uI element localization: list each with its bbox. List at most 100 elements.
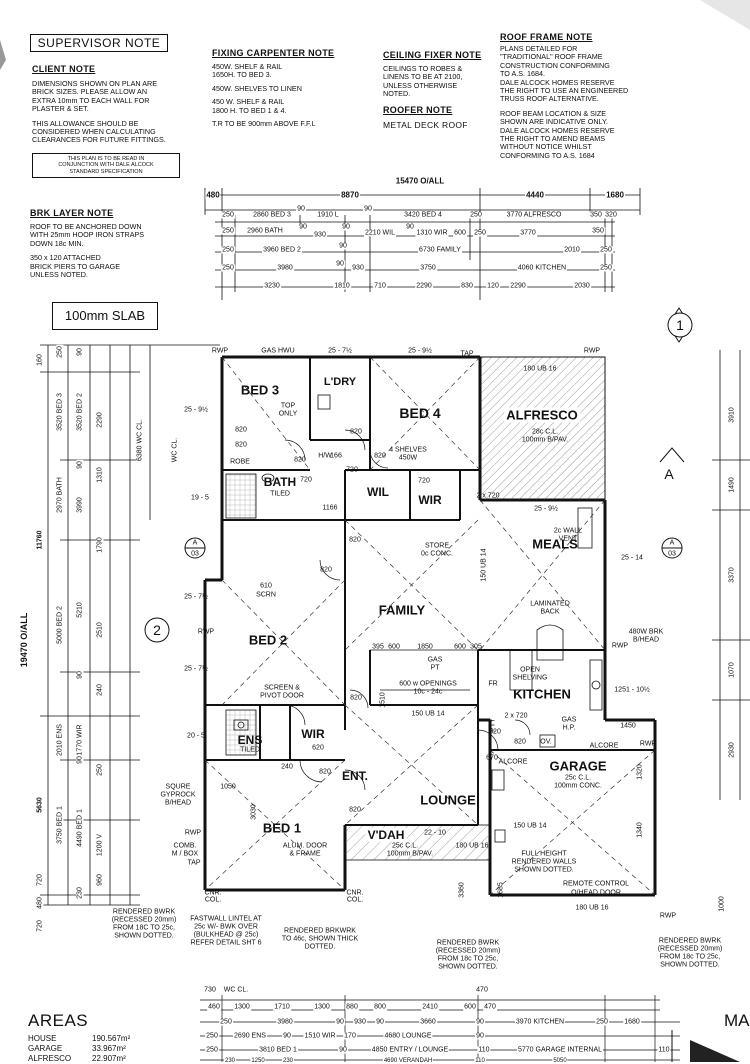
dim-text: 1510 WIR <box>303 1032 337 1040</box>
alum-door-label: ALUM. DOOR <box>282 842 328 850</box>
wall-vent-label: 2c WALL <box>553 527 583 535</box>
dim-label: 1340 <box>636 822 644 838</box>
dim-text: 5210 <box>76 601 84 619</box>
alfresco-paving: 100mm B/PAV. <box>521 436 569 444</box>
fastwall-label: FASTWALL LINTEL AT <box>190 915 262 923</box>
dim-text: 600 <box>453 229 467 237</box>
dim-text: 90 <box>298 223 308 231</box>
pantry-label: PTY <box>489 718 497 732</box>
dim-label: 1685 <box>497 882 505 898</box>
alfresco-ceiling: 28c C.L. <box>531 428 559 436</box>
dim-text: 11760 <box>36 529 44 551</box>
note-line: UNLESS NOTED. <box>30 270 88 280</box>
dim-text: 5770 GARAGE INTERNAL <box>516 1046 604 1054</box>
dim-text: 1810 <box>333 282 351 290</box>
store-label: 0c CONC. <box>421 550 453 558</box>
gas-hwu-label: GAS HWU <box>261 347 295 355</box>
door-dim: 720 <box>418 477 430 485</box>
door-dim: 2 x 720 <box>476 492 500 500</box>
brk-head-label: 480W BRK <box>628 628 664 636</box>
door-dim: 820 <box>350 428 362 436</box>
cnr-col-label: COL. <box>346 896 364 904</box>
head-door-label: O/HEAD DOOR <box>571 889 621 897</box>
note-line: DIMENSIONS SHOWN ON PLAN ARE <box>32 79 158 88</box>
dim-text: 2010 <box>563 246 581 254</box>
openings-label: 10c - 24c <box>413 688 443 696</box>
area-value: 33.967m² <box>92 1044 126 1053</box>
rendered-brkwrk-label: DOTTED. <box>304 943 336 951</box>
room-garage: GARAGE <box>549 758 607 774</box>
note-line: UNLESS OTHERWISE <box>383 80 458 90</box>
note-line: 350 x 120 ATTACHED <box>30 253 101 263</box>
dim-label: 1320 <box>636 764 644 780</box>
dim-label: 1166 <box>322 504 338 512</box>
area-label: ALFRESCO <box>28 1054 72 1063</box>
rendered-bwrk-label: RENDERED BWRK <box>436 939 500 947</box>
dim-text: 4680 LOUNGE <box>383 1032 433 1040</box>
rendered-bwrk-label: FROM 18C TO 25c, <box>113 924 175 932</box>
dim-text: 730 <box>203 986 217 994</box>
fixing-carpenter-note: FIXING CARPENTER NOTE 450W. SHELF & RAIL… <box>212 48 334 128</box>
room-entry: ENT. <box>341 769 369 783</box>
dim-text: 2030 <box>573 282 591 290</box>
dim-text: 320 <box>604 211 618 219</box>
dim-text: 4850 ENTRY / LOUNGE <box>370 1046 450 1054</box>
full-height-label: RENDERED WALLS <box>511 858 577 866</box>
note-line: T.R TO BE 900mm ABOVE F.F.L <box>212 119 316 129</box>
dim-text: 1770 WIR <box>76 723 84 757</box>
top-only-label: ONLY <box>278 410 298 418</box>
dim-text: 1680 <box>623 1018 641 1026</box>
dim-text: 250 <box>221 246 235 254</box>
area-value: 190.567m² <box>92 1034 131 1043</box>
dim-text: 90 <box>405 223 415 231</box>
screen-pivot-label: PIVOT DOOR <box>260 692 304 700</box>
pitch-label: 25 - 7½ <box>328 347 352 355</box>
dim-text: 90 <box>475 1018 485 1026</box>
dim-text: 4440 <box>525 190 545 200</box>
client-note-text: DIMENSIONS SHOWN ON PLAN ARE BRICK SIZES… <box>32 79 180 114</box>
dim-text: 720 <box>36 919 44 933</box>
dim-text: 2290 <box>415 282 433 290</box>
note-line: WITHOUT NOTICE WHILST <box>500 142 592 152</box>
rendered-brkwrk-label: TO 46c, SHOWN THICK <box>281 935 359 943</box>
rwp-label: RWP <box>659 912 677 920</box>
note-line: DALE ALCOCK HOMES RESERVE <box>500 125 615 135</box>
roof-frame-note: ROOF FRAME NOTE PLANS DETAILED FOR "TRAD… <box>500 32 628 160</box>
dim-text: 2290 <box>96 411 104 429</box>
dim-text: 110 <box>477 1046 491 1054</box>
dim-text: 250 <box>221 227 235 235</box>
beam-label: 150 UB 14 <box>480 548 488 582</box>
alcore-label: ALCORE <box>589 742 619 750</box>
note-line: DALE ALCOCK HOMES RESERVE <box>500 77 615 87</box>
laminated-label: BACK <box>540 608 560 616</box>
open-shelving-label: SHELVING <box>512 674 548 682</box>
room-alfresco: ALFRESCO <box>504 407 580 423</box>
area-label: GARAGE <box>28 1044 63 1053</box>
client-note-text-2: THIS ALLOWANCE SHOULD BE CONSIDERED WHEN… <box>32 119 180 145</box>
dim-text: 250 <box>599 246 613 254</box>
dim-text: 90 <box>341 223 351 231</box>
ceiling-fixer-note: CEILING FIXER NOTE CEILINGS TO ROBES & L… <box>383 50 481 130</box>
family-dim: 305 <box>470 643 482 651</box>
dim-text: 250 <box>205 1046 219 1054</box>
rendered-bwrk-label: RENDERED BWRK <box>658 937 722 945</box>
note-line: DOWN 18c MIN. <box>30 238 84 248</box>
dim-text: 1490 <box>728 476 736 494</box>
cnr-col-label: CNR. <box>346 889 364 897</box>
gas-hp-label: GAS <box>561 716 577 724</box>
door-dim: 820 <box>349 806 361 814</box>
dim-text: 90 <box>76 347 84 357</box>
cnr-col-label: COL. <box>204 896 222 904</box>
beam-label: 150 UB 14 <box>411 710 445 718</box>
dim-text: 3990 <box>76 496 84 514</box>
note-line: ROOF BEAM LOCATION & SIZE <box>500 108 607 118</box>
roof-frame-note-title: ROOF FRAME NOTE <box>500 32 593 42</box>
dim-text: 480 <box>205 190 221 200</box>
shelves-label: 4 SHELVES <box>389 446 427 454</box>
door-dim: 820 <box>294 456 306 464</box>
note-line: THE RIGHT TO USE AN ENGINEERED <box>500 86 629 96</box>
section-a-number: 03 <box>668 550 676 558</box>
dim-text: 3770 <box>519 229 537 237</box>
beam-label: 150 UB 14 <box>513 822 547 830</box>
